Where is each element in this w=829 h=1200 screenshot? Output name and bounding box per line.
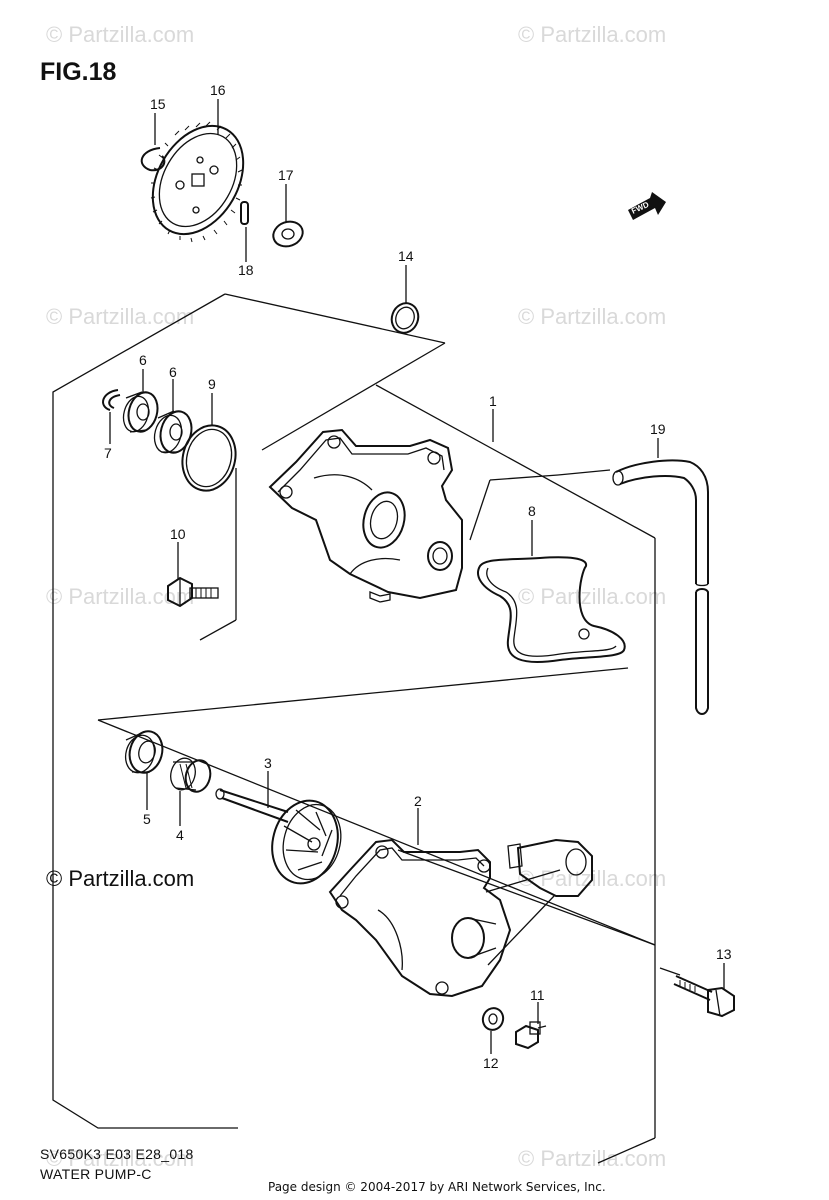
part-6-bearing-outer: [122, 391, 159, 433]
assembly-outline: [52, 293, 681, 1164]
watermark: © Partzilla.com: [46, 584, 195, 609]
part-15-circlip: [140, 147, 166, 172]
callout-10: 10: [170, 526, 186, 542]
callout-18: 18: [238, 262, 254, 278]
copyright-notice: © Partzilla.com: [46, 866, 195, 891]
callout-11: 11: [530, 987, 545, 1003]
callout-6-inner: 6: [169, 364, 177, 380]
section-name: WATER PUMP-C: [40, 1166, 152, 1182]
callout-17: 17: [278, 167, 294, 183]
part-16-pump-drive-gear: [150, 121, 245, 243]
part-17-washer: [272, 220, 304, 248]
callout-1: 1: [489, 393, 497, 409]
part-9-o-ring: [181, 424, 237, 492]
part-3-impeller: [215, 788, 342, 885]
callout-15: 15: [150, 96, 166, 112]
callout-3: 3: [264, 755, 272, 771]
figure-title: FIG.18: [40, 58, 117, 86]
part-1-pump-case: [268, 428, 463, 603]
watermark: © Partzilla.com: [518, 1146, 667, 1171]
model-code: SV650K3 E03 E28_018: [40, 1146, 194, 1162]
part-13-flange-bolt: [673, 975, 735, 1018]
watermark: © Partzilla.com: [518, 304, 667, 329]
callout-9: 9: [208, 376, 216, 392]
callout-12: 12: [483, 1055, 499, 1071]
part-5-oil-seal: [124, 730, 164, 774]
callout-8: 8: [528, 503, 536, 519]
part-12-washer: [481, 1007, 505, 1031]
watermark: © Partzilla.com: [518, 22, 667, 47]
part-8-gasket: [477, 556, 626, 663]
part-4-mechanical-seal: [170, 757, 212, 793]
part-2-pump-cover: [328, 838, 593, 998]
watermark: © Partzilla.com: [518, 584, 667, 609]
callout-14: 14: [398, 248, 414, 264]
watermark: © Partzilla.com: [46, 304, 195, 329]
callout-2: 2: [414, 793, 422, 809]
callout-13: 13: [716, 946, 732, 962]
part-7-circlip: [102, 389, 121, 411]
leader-lines: [109, 99, 725, 1054]
page-credit: Page design © 2004-2017 by ARI Network S…: [268, 1180, 606, 1194]
part-11-bolt: [515, 1021, 547, 1050]
watermark: © Partzilla.com: [46, 1146, 195, 1171]
callout-19: 19: [650, 421, 666, 437]
forward-direction-arrow: FWD: [628, 192, 666, 220]
callout-6-outer: 6: [139, 352, 147, 368]
part-10-bolt: [167, 576, 219, 608]
callout-5: 5: [143, 811, 151, 827]
part-19-water-hose: [612, 459, 709, 715]
callout-4: 4: [176, 827, 184, 843]
part-18-dowel-pin: [240, 201, 249, 225]
callout-16: 16: [210, 82, 226, 98]
callout-labels: 15 16 17 18 14 6 6 9 7 1 19 8 10 3 2 5 4…: [104, 82, 732, 1071]
part-14-o-ring: [390, 302, 420, 334]
watermark: © Partzilla.com: [46, 22, 195, 47]
callout-7: 7: [104, 445, 112, 461]
